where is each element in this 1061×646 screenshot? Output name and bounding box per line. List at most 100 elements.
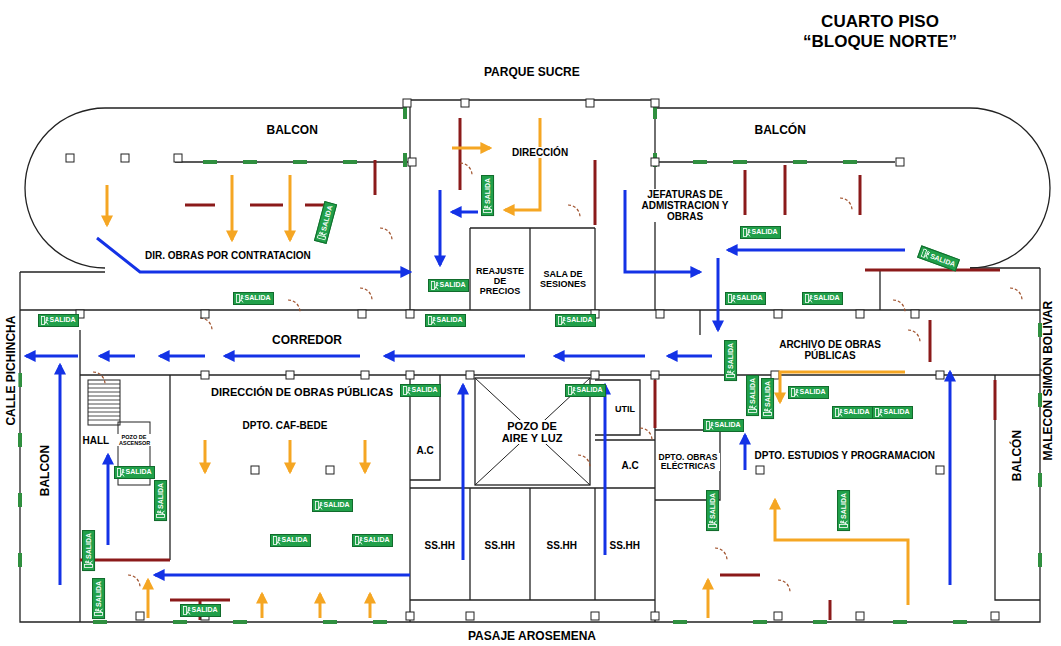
street-name: PASAJE AROSEMENA xyxy=(466,630,598,643)
running-man-icon xyxy=(483,205,492,213)
evacuation-arrow xyxy=(439,190,442,265)
man-icon xyxy=(120,469,124,476)
man-icon xyxy=(731,295,735,302)
door-swing xyxy=(200,318,212,330)
stair-step xyxy=(88,400,120,401)
room-name: A.C xyxy=(620,460,641,471)
exit-sign: SALIDA xyxy=(82,529,95,570)
column xyxy=(403,99,411,107)
exit-sign: SALIDA xyxy=(565,384,606,397)
running-man-icon xyxy=(791,388,799,397)
door-swing xyxy=(578,455,590,467)
room-exit-arrow xyxy=(505,118,540,210)
running-man-icon xyxy=(835,408,843,417)
evacuation-arrow xyxy=(462,385,465,560)
door-icon xyxy=(483,209,491,212)
stair-step xyxy=(88,404,120,405)
window xyxy=(893,620,907,624)
column xyxy=(591,371,599,379)
running-man-icon xyxy=(156,510,165,518)
man-icon xyxy=(878,409,882,416)
street-name: MALECON SIMÓN BOLIVAR xyxy=(1042,298,1055,462)
window xyxy=(233,620,247,624)
room-name: A.C xyxy=(415,445,436,456)
area-name: BALCÓN xyxy=(1011,427,1024,482)
wall xyxy=(20,271,105,272)
column xyxy=(461,99,469,107)
exit-sign: SALIDA xyxy=(270,534,311,547)
evacuation-arrow xyxy=(728,249,905,252)
wall xyxy=(699,310,700,335)
partition xyxy=(374,160,377,195)
column xyxy=(936,466,944,474)
street-name: PARQUE SUCRE xyxy=(482,66,582,79)
man-icon xyxy=(709,520,716,524)
window xyxy=(18,493,22,507)
running-man-icon xyxy=(431,281,439,290)
column xyxy=(466,371,474,379)
area-name: BALCON xyxy=(265,124,320,137)
evacuation-arrow xyxy=(717,258,720,330)
door-icon xyxy=(84,564,92,567)
room-exit-arrow xyxy=(204,440,207,472)
door-icon xyxy=(431,281,434,289)
wall xyxy=(594,488,595,600)
column xyxy=(774,310,782,318)
exit-sign-text: SALIDA xyxy=(245,294,271,302)
running-man-icon xyxy=(748,405,757,413)
man-icon xyxy=(239,295,243,302)
room-name: HALL xyxy=(81,435,112,446)
evacuation-arrow xyxy=(668,355,712,358)
man-icon xyxy=(276,537,280,544)
door-icon xyxy=(568,386,571,394)
column xyxy=(326,466,334,474)
evacuation-arrow xyxy=(100,355,135,358)
evacuation-arrow xyxy=(155,574,410,577)
door-swing xyxy=(715,548,727,560)
door-swing xyxy=(568,205,580,217)
wall xyxy=(970,267,1040,268)
stairs xyxy=(88,380,120,425)
exit-sign: SALIDA xyxy=(92,577,105,618)
partition xyxy=(594,160,597,225)
column xyxy=(251,466,259,474)
area-name: BALCÓN xyxy=(753,124,808,137)
room-exit-arrow xyxy=(106,185,109,225)
column xyxy=(586,99,594,107)
column xyxy=(286,371,294,379)
exit-sign-text: SALIDA xyxy=(412,386,438,394)
room-name: JEFATURAS DE ADMISTRACION Y OBRAS xyxy=(633,189,737,222)
wall xyxy=(409,375,410,622)
column xyxy=(408,158,416,166)
evacuation-arrow xyxy=(949,372,952,585)
door-swing xyxy=(908,330,920,342)
area-name: BALCON xyxy=(39,442,52,497)
wall xyxy=(469,488,470,600)
door-icon xyxy=(558,316,561,324)
wall xyxy=(410,487,655,488)
room-exit-arrow xyxy=(452,147,490,150)
evacuation-arrow xyxy=(97,238,410,272)
exit-sign: SALIDA xyxy=(400,384,441,397)
column xyxy=(406,612,414,620)
running-man-icon xyxy=(84,560,93,568)
man-icon xyxy=(561,317,565,324)
man-icon xyxy=(434,282,438,289)
wall xyxy=(410,375,440,480)
window xyxy=(953,620,967,624)
partition xyxy=(784,165,787,215)
window xyxy=(18,553,22,567)
door-icon xyxy=(156,514,164,517)
exit-sign-text: SALIDA xyxy=(126,468,152,476)
column xyxy=(651,371,659,379)
exit-sign: SALIDA xyxy=(761,377,774,418)
room-name: REAJUSTE DE PRECIOS xyxy=(472,267,528,297)
evacuation-arrow xyxy=(555,355,645,358)
man-icon xyxy=(484,205,491,209)
window xyxy=(693,160,707,164)
man-icon xyxy=(186,607,190,614)
partition xyxy=(859,175,862,215)
column xyxy=(774,612,782,620)
room-name: SS.HH xyxy=(483,540,518,551)
door-icon xyxy=(748,409,756,412)
